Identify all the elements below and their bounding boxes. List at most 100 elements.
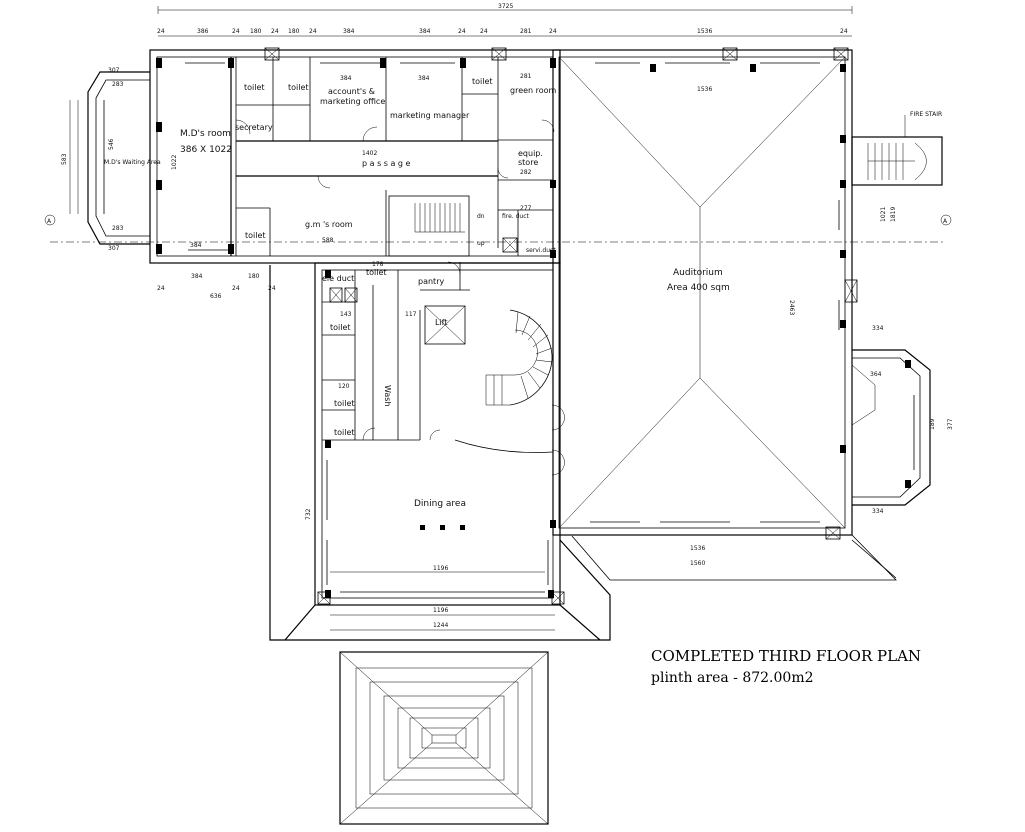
office-block — [149, 49, 561, 264]
label-marketing-office: marketing office — [320, 97, 385, 106]
entrance-canopy — [339, 651, 549, 825]
label-secretary: secretary — [235, 123, 273, 132]
fire-stair: FIRE STAIR — [851, 111, 943, 186]
svg-text:364: 364 — [870, 371, 882, 378]
label-auditorium: Auditorium — [673, 268, 723, 278]
svg-text:386: 386 — [197, 28, 209, 35]
svg-text:1021: 1021 — [880, 207, 887, 222]
svg-text:143: 143 — [340, 311, 352, 318]
svg-text:24: 24 — [232, 28, 240, 35]
md-waiting-bay: 307 283 283 307 — [69, 67, 150, 252]
svg-text:281: 281 — [520, 73, 532, 80]
svg-text:180: 180 — [250, 28, 262, 35]
label-service-duct: servi.duct — [526, 247, 556, 254]
svg-text:334: 334 — [872, 325, 884, 332]
svg-text:1196: 1196 — [433, 565, 448, 572]
axis-marker-left: A — [47, 218, 52, 225]
label-toilet-6: toilet — [330, 323, 351, 332]
label-equip: equip. — [518, 149, 543, 158]
svg-text:24: 24 — [840, 28, 848, 35]
svg-text:189: 189 — [929, 418, 936, 430]
svg-text:588: 588 — [322, 237, 334, 244]
label-toilet-5: toilet — [366, 268, 387, 277]
top-dimension-chain: 24 386 24 180 24 180 24 384 384 24 24 28… — [157, 28, 852, 37]
plan-title: COMPLETED THIRD FLOOR PLAN — [651, 647, 921, 665]
label-auditorium-area: Area 400 sqm — [667, 283, 730, 293]
svg-text:384: 384 — [343, 28, 355, 35]
label-marketing-manager: marketing manager — [390, 111, 470, 120]
inner-dimensions: 384 384 281 1536 1402 588 384 282 277 38… — [61, 73, 954, 572]
label-ele-duct: ele duct — [322, 274, 354, 283]
dining-block — [314, 262, 561, 606]
svg-text:1536: 1536 — [697, 86, 712, 93]
label-green-room: green room — [510, 86, 557, 95]
svg-text:24: 24 — [309, 28, 317, 35]
svg-text:1819: 1819 — [890, 207, 897, 222]
svg-text:24: 24 — [268, 285, 276, 292]
svg-text:24: 24 — [480, 28, 488, 35]
svg-text:1196: 1196 — [433, 607, 448, 614]
label-wash: Wash — [383, 385, 392, 407]
label-toilet-8: toilet — [334, 428, 355, 437]
label-md-waiting: M.D's Waiting Area — [104, 159, 161, 166]
axis-marker-right: A — [943, 218, 948, 225]
overall-dimension: 3725 — [157, 3, 853, 14]
svg-text:283: 283 — [112, 81, 124, 88]
svg-text:384: 384 — [419, 28, 431, 35]
svg-text:24: 24 — [157, 28, 165, 35]
room-labels: M.D's room 386 X 1022 M.D's Waiting Area… — [104, 77, 730, 509]
label-lift: Lift — [435, 318, 448, 327]
svg-text:277: 277 — [520, 205, 532, 212]
svg-text:384: 384 — [340, 75, 352, 82]
svg-text:384: 384 — [190, 242, 202, 249]
svg-text:282: 282 — [520, 169, 532, 176]
svg-text:1244: 1244 — [433, 622, 448, 629]
office-stair-treads — [414, 203, 465, 233]
svg-text:283: 283 — [112, 225, 124, 232]
svg-text:1536: 1536 — [690, 545, 705, 552]
svg-text:24: 24 — [157, 285, 165, 292]
svg-text:24: 24 — [549, 28, 557, 35]
svg-text:384: 384 — [418, 75, 430, 82]
label-md-room-size: 386 X 1022 — [180, 145, 232, 155]
svg-text:307: 307 — [108, 67, 120, 74]
label-toilet-7: toilet — [334, 399, 355, 408]
label-toilet-4: toilet — [245, 231, 266, 240]
fire-stair-label: FIRE STAIR — [910, 111, 942, 118]
label-md-room: M.D's room — [180, 129, 231, 139]
svg-text:732: 732 — [305, 508, 312, 520]
duct-boxes — [264, 47, 858, 605]
label-fire-duct: fire. duct — [502, 213, 530, 220]
plinth-area: plinth area - 872.00m2 — [651, 670, 814, 686]
svg-text:24: 24 — [458, 28, 466, 35]
label-passage: p a s s a g e — [362, 159, 411, 168]
label-toilet-1: toilet — [244, 83, 265, 92]
label-toilet-2: toilet — [288, 83, 309, 92]
svg-text:636: 636 — [210, 293, 222, 300]
label-up: up — [477, 240, 485, 247]
svg-text:180: 180 — [248, 273, 260, 280]
label-pantry: pantry — [418, 277, 444, 286]
svg-text:281: 281 — [520, 28, 532, 35]
svg-text:24: 24 — [232, 285, 240, 292]
svg-text:117: 117 — [405, 311, 417, 318]
svg-text:307: 307 — [108, 245, 120, 252]
front-terrace: 1196 1244 — [284, 604, 601, 641]
spiral-stair — [485, 309, 553, 406]
svg-text:377: 377 — [947, 418, 954, 430]
door-swings — [235, 119, 565, 476]
svg-text:1402: 1402 — [362, 150, 377, 157]
svg-text:583: 583 — [61, 153, 68, 165]
svg-text:384: 384 — [191, 273, 203, 280]
svg-text:1536: 1536 — [697, 28, 712, 35]
svg-text:1022: 1022 — [171, 155, 178, 170]
svg-text:334: 334 — [872, 508, 884, 515]
svg-text:1560: 1560 — [690, 560, 705, 567]
east-bay: 364 334 334 — [851, 325, 931, 515]
axis-a-line: A A — [44, 214, 952, 243]
label-accounts: account's & — [328, 87, 375, 96]
label-toilet-3: toilet — [472, 77, 493, 86]
label-dn: dn — [477, 213, 485, 220]
